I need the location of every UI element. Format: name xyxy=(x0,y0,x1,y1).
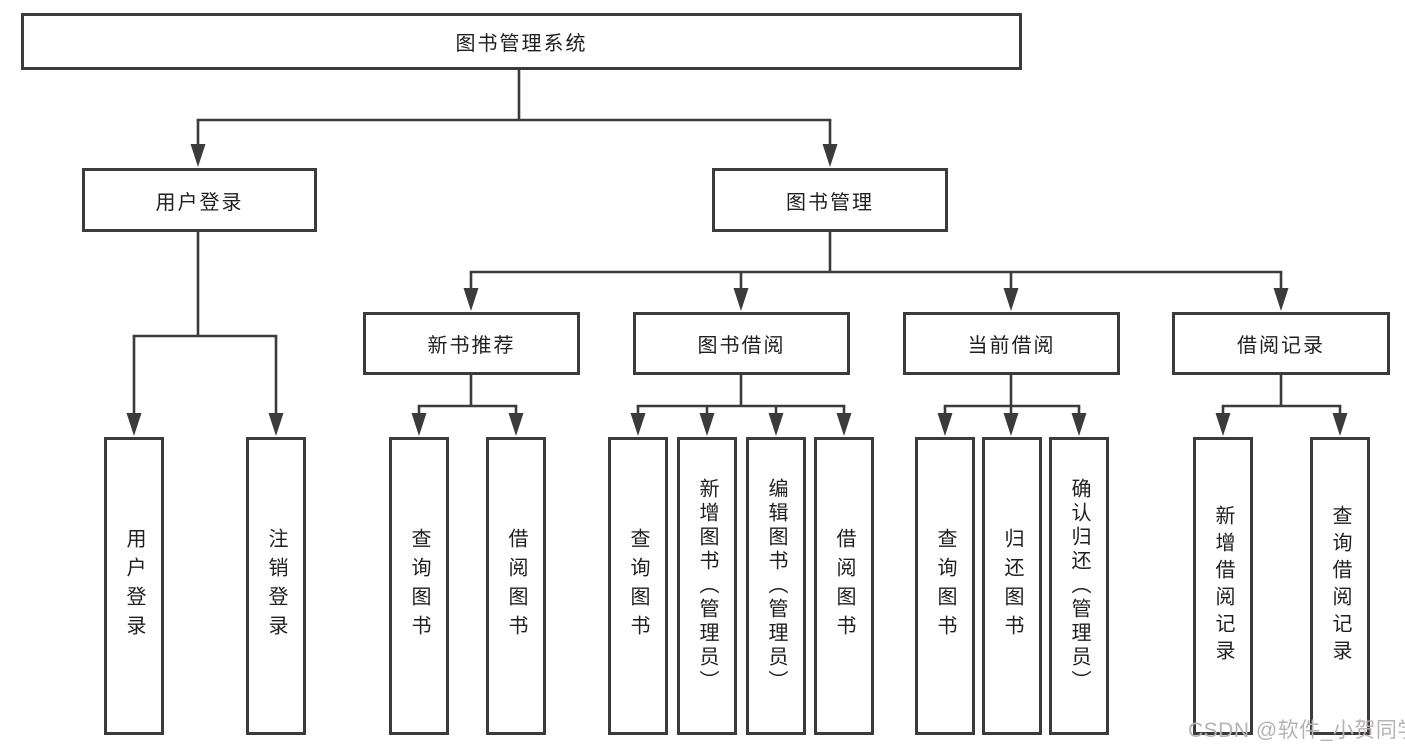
node-new-book-recommendation: 新书推荐 xyxy=(363,312,580,375)
leaf-query-books-recommend: 查询图书 xyxy=(389,437,449,735)
node-book-management: 图书管理 xyxy=(712,168,948,232)
leaf-query-books-current: 查询图书 xyxy=(915,437,975,735)
node-library-system: 图书管理系统 xyxy=(21,13,1022,70)
leaf-user-login: 用户登录 xyxy=(104,437,164,735)
leaf-confirm-return-admin: 确认归还（管理员） xyxy=(1049,437,1109,735)
leaf-query-books-borrowing: 查询图书 xyxy=(608,437,668,735)
leaf-logout: 注销登录 xyxy=(246,437,306,735)
leaf-add-borrow-record: 新增借阅记录 xyxy=(1193,437,1253,735)
node-book-borrowing: 图书借阅 xyxy=(633,312,850,375)
leaf-query-borrow-record: 查询借阅记录 xyxy=(1310,437,1370,735)
leaf-edit-books-admin: 编辑图书（管理员） xyxy=(746,437,806,735)
node-user-login: 用户登录 xyxy=(82,168,317,232)
watermark: CSDN @软件_小贺同学 xyxy=(1188,719,1405,742)
leaf-borrow-books-borrowing: 借阅图书 xyxy=(814,437,874,735)
leaf-return-books: 归还图书 xyxy=(982,437,1042,735)
node-current-borrowing: 当前借阅 xyxy=(903,312,1120,375)
node-borrowing-records: 借阅记录 xyxy=(1172,312,1390,375)
leaf-add-books-admin: 新增图书（管理员） xyxy=(677,437,737,735)
leaf-borrow-books-recommend: 借阅图书 xyxy=(486,437,546,735)
